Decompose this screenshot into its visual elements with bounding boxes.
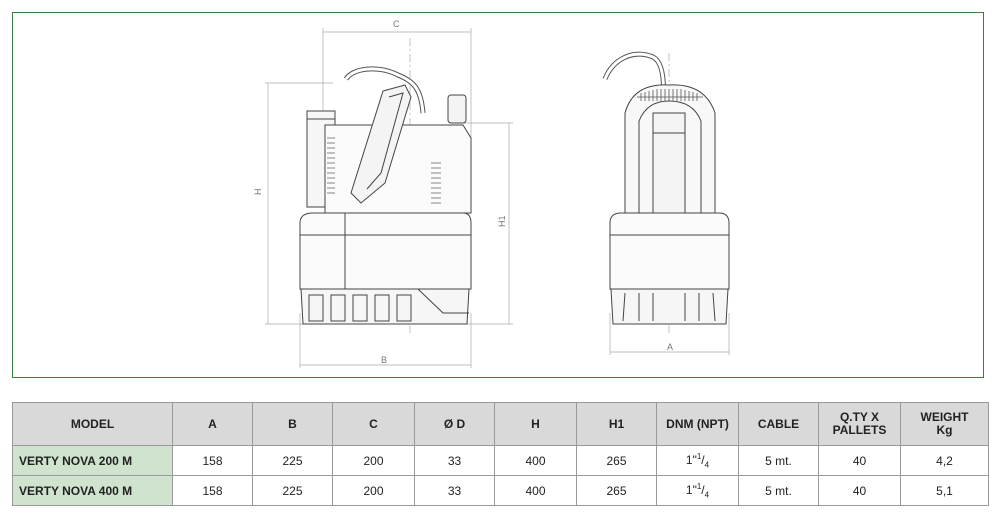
header-od: Ø D — [414, 402, 495, 446]
table-row: VERTY NOVA 200 M 158 225 200 33 400 265 … — [12, 445, 989, 476]
cell-h1: 265 — [576, 445, 657, 476]
cell-a: 158 — [172, 445, 253, 476]
cell-weight: 4,2 — [900, 445, 989, 476]
cell-h: 400 — [494, 445, 577, 476]
dnm-denominator: 4 — [704, 460, 710, 470]
header-a: A — [172, 402, 253, 446]
dimension-a-label: A — [667, 342, 673, 352]
header-qty-pallets: Q.TY X PALLETS — [818, 402, 901, 446]
technical-drawing-frame: C H H1 B A — [12, 12, 984, 378]
dnm-whole: 1" — [685, 482, 697, 497]
cell-b: 225 — [252, 475, 333, 506]
header-model: MODEL — [12, 402, 173, 446]
header-weight: WEIGHT Kg — [900, 402, 989, 446]
dimension-h1-label: H1 — [497, 215, 507, 227]
cell-c: 200 — [332, 475, 415, 506]
cell-qty: 40 — [818, 475, 901, 506]
dimension-b-label: B — [381, 355, 387, 365]
dnm-numerator: 1 — [696, 451, 702, 461]
header-qty-line2: PALLETS — [832, 423, 887, 437]
header-c: C — [332, 402, 415, 446]
specifications-table: MODEL A B C Ø D H H1 DNM (NPT) CABLE Q.T… — [12, 402, 989, 506]
cell-h: 400 — [494, 475, 577, 506]
cell-c: 200 — [332, 445, 415, 476]
front-view-drawing — [602, 51, 730, 355]
header-qty-line1: Q.TY X — [839, 410, 880, 424]
cell-model: VERTY NOVA 400 M — [12, 475, 173, 506]
cell-od: 33 — [414, 445, 495, 476]
dnm-numerator: 1 — [696, 481, 702, 491]
header-h1: H1 — [576, 402, 657, 446]
side-view-drawing — [265, 28, 513, 368]
cell-od: 33 — [414, 475, 495, 506]
cell-dnm: 1"1/4 — [656, 445, 739, 476]
cell-cable: 5 mt. — [738, 445, 819, 476]
cell-h1: 265 — [576, 475, 657, 506]
header-b: B — [252, 402, 333, 446]
dimension-h-label: H — [253, 189, 263, 196]
header-weight-line1: WEIGHT — [920, 410, 969, 424]
cell-cable: 5 mt. — [738, 475, 819, 506]
cell-a: 158 — [172, 475, 253, 506]
dnm-denominator: 4 — [704, 490, 710, 500]
table-row: VERTY NOVA 400 M 158 225 200 33 400 265 … — [12, 475, 989, 506]
table-header-row: MODEL A B C Ø D H H1 DNM (NPT) CABLE Q.T… — [12, 402, 989, 446]
header-dnm: DNM (NPT) — [656, 402, 739, 446]
cell-qty: 40 — [818, 445, 901, 476]
cell-model: VERTY NOVA 200 M — [12, 445, 173, 476]
header-weight-line2: Kg — [936, 423, 953, 437]
pump-drawings: C H H1 B A — [253, 19, 730, 368]
dnm-whole: 1" — [685, 452, 697, 467]
cell-b: 225 — [252, 445, 333, 476]
header-cable: CABLE — [738, 402, 819, 446]
header-h: H — [494, 402, 577, 446]
cell-weight: 5,1 — [900, 475, 989, 506]
cell-dnm: 1"1/4 — [656, 475, 739, 506]
dimension-c-label: C — [393, 19, 400, 29]
